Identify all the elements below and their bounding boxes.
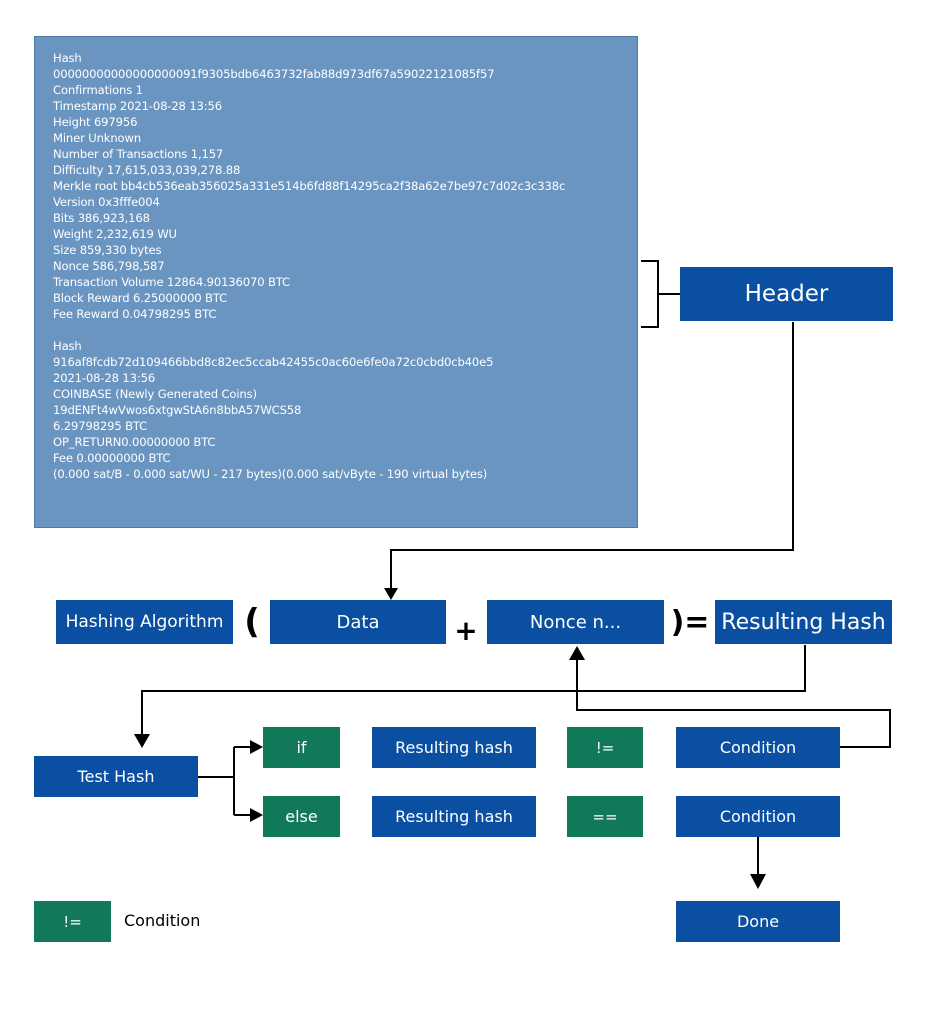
transaction-field-line: COINBASE (Newly Generated Coins) [53, 387, 257, 401]
transaction-field-line: Fee 0.00000000 BTC [53, 451, 171, 465]
header-field-line: Hash [53, 51, 82, 65]
data-box: Data [270, 600, 446, 644]
not-equal-operator-box: != [567, 727, 643, 768]
if-arrowhead [250, 740, 263, 754]
header-field-line: Number of Transactions 1,157 [53, 147, 224, 161]
header-field-line: Weight 2,232,619 WU [53, 227, 177, 241]
hashing-algorithm-box: Hashing Algorithm [56, 600, 233, 644]
done-arrowhead [750, 874, 766, 889]
header-field-line: Nonce 586,798,587 [53, 259, 165, 273]
header-field-line: 00000000000000000091f9305bdb6463732fab88… [53, 67, 495, 81]
header-field-line: Merkle root bb4cb536eab356025a331e514b6f… [53, 179, 566, 193]
transaction-field-line: OP_RETURN0.00000000 BTC [53, 435, 216, 449]
condition-loop-to-nonce [576, 656, 891, 748]
transaction-field-line: 6.29798295 BTC [53, 419, 148, 433]
close-paren-equals-symbol: )= [670, 604, 710, 640]
header-field-line: Version 0x3fffe004 [53, 195, 160, 209]
nonce-arrowhead [569, 646, 585, 660]
header-field-line: Bits 386,923,168 [53, 211, 150, 225]
data-arrowhead [384, 588, 398, 600]
header-field-line: Transaction Volume 12864.90136070 BTC [53, 275, 290, 289]
legend-label: Condition [124, 911, 201, 930]
header-field-line: Difficulty 17,615,033,039,278.88 [53, 163, 241, 177]
test-hash-arrowhead [134, 734, 150, 748]
header-to-data-arrow [390, 322, 794, 594]
transaction-field-line: Hash [53, 339, 82, 353]
transaction-field-line: 19dENFt4wVwos6xtgwStA6n8bbA57WCS58 [53, 403, 302, 417]
else-box: else [263, 796, 340, 837]
open-paren-symbol: ( [244, 602, 260, 642]
resulting-hash-compare-box-2: Resulting hash [372, 796, 536, 837]
header-field-line: Timestamp 2021-08-28 13:56 [53, 99, 222, 113]
condition-box-2: Condition [676, 796, 840, 837]
header-field-line: Fee Reward 0.04798295 BTC [53, 307, 217, 321]
plus-symbol: + [454, 613, 478, 647]
header-box: Header [680, 267, 893, 321]
header-field-line: Height 697956 [53, 115, 138, 129]
condition-box-1: Condition [676, 727, 840, 768]
coinbase-transaction-fields: Hash 916af8fcdb72d109466bbd8c82ec5ccab424… [53, 338, 637, 482]
transaction-field-line: 916af8fcdb72d109466bbd8c82ec5ccab42455c0… [53, 355, 494, 369]
transaction-field-line: (0.000 sat/B - 0.000 sat/WU - 217 bytes)… [53, 467, 488, 481]
header-field-line: Block Reward 6.25000000 BTC [53, 291, 228, 305]
header-field-line: Size 859,330 bytes [53, 243, 162, 257]
legend-operator-swatch: != [34, 901, 111, 942]
result-to-test-arrow [141, 645, 806, 740]
test-hash-box: Test Hash [34, 756, 198, 797]
block-header-fields: Hash 00000000000000000091f9305bdb6463732f… [53, 50, 637, 322]
transaction-field-line: 2021-08-28 13:56 [53, 371, 156, 385]
resulting-hash-box: Resulting Hash [715, 600, 892, 644]
equal-operator-box: == [567, 796, 643, 837]
block-info-panel: Hash 00000000000000000091f9305bdb6463732f… [34, 36, 638, 528]
header-bracket [641, 260, 659, 328]
done-box: Done [676, 901, 840, 942]
else-arrowhead [250, 808, 263, 822]
header-field-line: Confirmations 1 [53, 83, 143, 97]
if-box: if [263, 727, 340, 768]
resulting-hash-compare-box-1: Resulting hash [372, 727, 536, 768]
header-field-line: Miner Unknown [53, 131, 142, 145]
nonce-box: Nonce n... [487, 600, 664, 644]
